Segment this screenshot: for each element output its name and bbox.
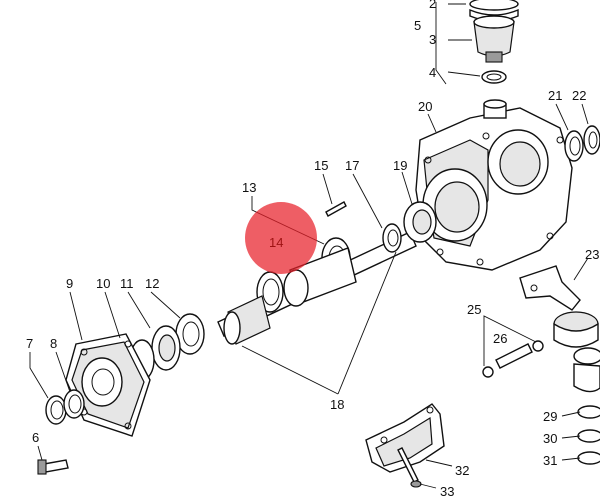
- seals-21-22: [564, 125, 600, 162]
- highlight-circle[interactable]: [245, 202, 317, 274]
- pin-set-26: [482, 340, 544, 378]
- callout-23: 23: [585, 247, 599, 262]
- callout-20: 20: [418, 99, 432, 114]
- callout-4: 4: [429, 65, 436, 80]
- bracket-23: [519, 265, 581, 311]
- callout-22: 22: [572, 88, 586, 103]
- callout-25: 25: [467, 302, 481, 317]
- bolt-6: [37, 459, 69, 475]
- callout-17: 17: [345, 158, 359, 173]
- callout-31: 31: [543, 453, 557, 468]
- highlight-marker[interactable]: 14: [245, 202, 317, 274]
- callout-14: 14: [269, 235, 283, 250]
- callout-8: 8: [50, 336, 57, 351]
- pin-15: [325, 201, 347, 217]
- callout-32: 32: [455, 463, 469, 478]
- callout-7: 7: [26, 336, 33, 351]
- shaft-assembly: [129, 201, 437, 381]
- callout-11: 11: [120, 276, 134, 291]
- callout-29: 29: [543, 409, 557, 424]
- bracket-32: [365, 403, 445, 473]
- vent-assembly: [469, 0, 519, 84]
- callout-33: 33: [440, 484, 454, 499]
- callout-30: 30: [543, 431, 557, 446]
- callout-13: 13: [242, 180, 256, 195]
- callout-15: 15: [314, 158, 328, 173]
- callout-18: 18: [330, 397, 344, 412]
- callout-5: 5: [414, 18, 421, 33]
- callout-3: 3: [429, 32, 436, 47]
- callout-21: 21: [548, 88, 562, 103]
- callout-26: 26: [493, 331, 507, 346]
- callout-12: 12: [145, 276, 159, 291]
- callout-9: 9: [66, 276, 73, 291]
- callout-19: 19: [393, 158, 407, 173]
- callout-10: 10: [96, 276, 110, 291]
- seals-7-8: [45, 389, 85, 425]
- gearbox-housing: [415, 99, 573, 271]
- callout-2: 2: [429, 0, 436, 11]
- callout-6: 6: [32, 430, 39, 445]
- bolt-33: [397, 447, 422, 488]
- clutch-stack: [553, 311, 600, 465]
